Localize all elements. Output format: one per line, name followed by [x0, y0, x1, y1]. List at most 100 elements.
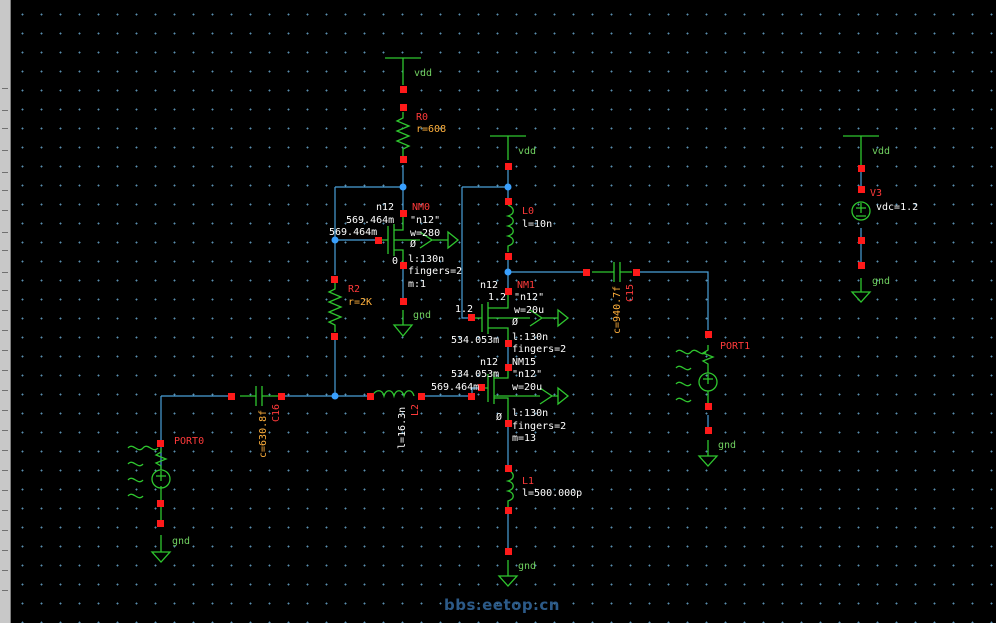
pins — [157, 86, 865, 555]
nm0-model: n12 — [376, 202, 394, 213]
pin — [505, 288, 512, 295]
nm0-num: Ø — [410, 238, 416, 250]
pin — [157, 520, 164, 527]
junction-dot — [331, 236, 339, 244]
strip-tick — [2, 450, 8, 451]
gnd-symbol[interactable] — [497, 560, 519, 587]
pin — [468, 314, 475, 321]
strip-tick — [2, 128, 8, 129]
l1-value: l=500.000p — [522, 488, 582, 499]
capacitor-c16[interactable] — [240, 386, 278, 406]
transistor-nm0[interactable] — [378, 212, 460, 264]
strip-tick — [2, 350, 8, 351]
c16-name: C16 — [271, 404, 282, 422]
port0-resistor — [154, 448, 168, 470]
pin — [858, 237, 865, 244]
junction-dot — [399, 183, 407, 191]
l2-value: l=16.3n — [397, 407, 408, 449]
port0-sign — [156, 471, 166, 481]
pin — [367, 393, 374, 400]
pin — [705, 403, 712, 410]
nm0-vg: 569.464m — [329, 227, 377, 238]
symbols — [127, 57, 879, 587]
vdd-symbol[interactable] — [385, 57, 421, 85]
pin — [583, 269, 590, 276]
pin — [505, 198, 512, 205]
strip-tick — [2, 390, 8, 391]
nm0-fingers: fingers=2 — [408, 266, 462, 277]
pin — [278, 393, 285, 400]
transistor-nm1[interactable] — [472, 290, 570, 340]
pin — [505, 507, 512, 514]
strip-tick — [2, 370, 8, 371]
strip-tick — [2, 272, 8, 273]
nm1-vg: 1.2 — [455, 304, 473, 315]
nm0-name: NM0 — [412, 202, 430, 213]
inductor-l2[interactable] — [371, 390, 415, 399]
pin — [375, 237, 382, 244]
gnd-symbol[interactable] — [150, 535, 172, 563]
gnd-symbol[interactable] — [392, 310, 414, 338]
nm1-width: w=20u — [514, 305, 544, 316]
wire-port0[interactable] — [160, 395, 232, 470]
resistor-r2[interactable] — [327, 283, 343, 332]
nm15-model: n12 — [480, 357, 498, 368]
nm1-length: l:130n — [512, 332, 548, 343]
pin — [418, 393, 425, 400]
watermark: bbs.eetop.cn — [444, 596, 560, 614]
wires — [160, 165, 862, 552]
nm0-vd: 569.464m — [346, 215, 394, 226]
wire-c15-port1[interactable] — [637, 271, 709, 330]
pin — [505, 364, 512, 371]
pin — [505, 340, 512, 347]
strip-tick — [2, 290, 8, 291]
nm1-fingers: fingers=2 — [512, 344, 566, 355]
strip-tick — [2, 410, 8, 411]
wire-r0-nm0[interactable] — [334, 165, 404, 240]
l0-name: L0 — [522, 206, 534, 217]
port-leads — [160, 391, 709, 525]
junction-dot — [504, 183, 512, 191]
nm1-vd: 1.2 — [488, 292, 506, 303]
junction-dot — [331, 392, 339, 400]
pin — [858, 186, 865, 193]
vdd-symbol[interactable] — [843, 135, 879, 165]
inductor-l0[interactable] — [505, 204, 514, 252]
strip-tick — [2, 88, 8, 89]
strip-tick — [2, 110, 8, 111]
pin — [505, 253, 512, 260]
strip-tick — [2, 172, 8, 173]
pin — [505, 420, 512, 427]
strip-tick — [2, 150, 8, 151]
pin — [400, 156, 407, 163]
pin — [228, 393, 235, 400]
strip-tick — [2, 250, 8, 251]
schematic-drawing: vdd vdd vdd gnd gnd gnd gnd gnd R0 r=608… — [127, 57, 918, 587]
gnd-symbol[interactable] — [697, 440, 719, 467]
strip-tick — [2, 190, 8, 191]
nm0-model-quoted: "n12" — [410, 215, 440, 226]
pin — [400, 262, 407, 269]
voltage-source-v3[interactable] — [851, 201, 871, 221]
nm0-length: l:130n — [408, 254, 444, 265]
junctions — [331, 183, 512, 400]
strip-tick — [2, 430, 8, 431]
vdd-symbol[interactable] — [490, 135, 526, 160]
nm0-width: w=280 — [410, 228, 440, 239]
inductor-l1[interactable] — [505, 469, 514, 508]
nm15-vd: 534.053m — [451, 369, 499, 380]
supply-label-vdd: vdd — [518, 146, 536, 157]
strip-tick — [2, 210, 8, 211]
port0-wave — [127, 445, 159, 499]
nm1-model: n12 — [480, 280, 498, 291]
pin — [858, 165, 865, 172]
port1-resistor — [701, 345, 715, 373]
port1-wave — [675, 349, 707, 403]
schematic-canvas[interactable]: vdd vdd vdd gnd gnd gnd gnd gnd R0 r=608… — [11, 0, 996, 623]
c16-value: c=630.8f — [258, 410, 269, 458]
resistor-r0[interactable] — [395, 112, 411, 156]
strip-tick — [2, 570, 8, 571]
supply-label-gnd: gnd — [872, 276, 890, 287]
capacitor-c15[interactable] — [592, 262, 632, 282]
gnd-symbol[interactable] — [850, 278, 872, 303]
